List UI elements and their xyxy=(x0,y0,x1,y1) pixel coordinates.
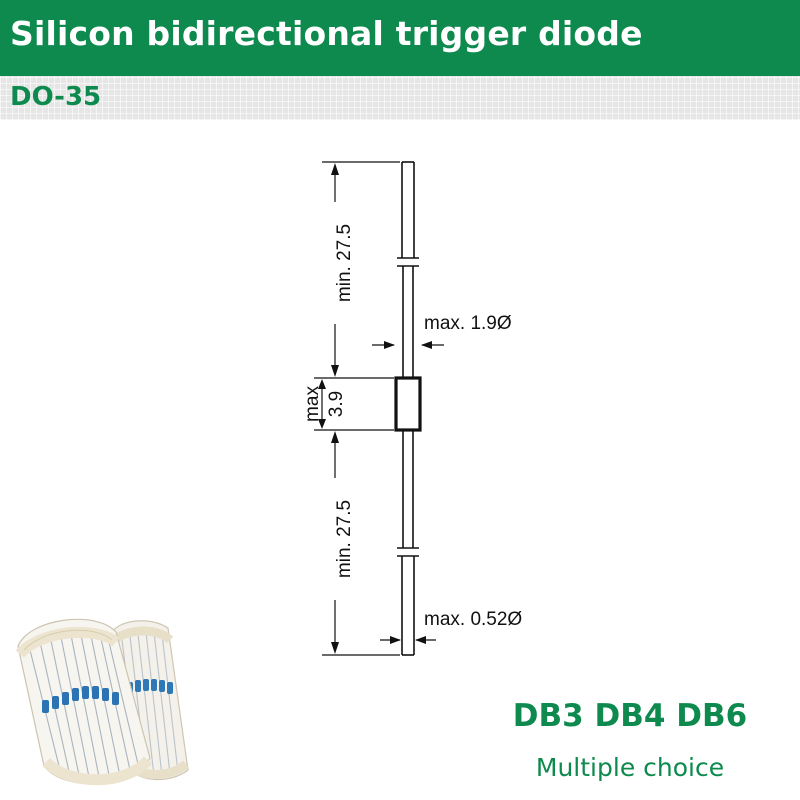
title-bar xyxy=(0,0,800,76)
page-title: Silicon bidirectional trigger diode xyxy=(10,14,643,53)
arrow-right-icon xyxy=(390,636,401,644)
body-diameter-label: max. 1.9Ø xyxy=(424,313,512,334)
arrow-down-icon xyxy=(318,419,326,429)
arrow-up-icon xyxy=(331,431,339,443)
arrow-down-icon xyxy=(331,642,339,654)
package-band xyxy=(0,76,800,120)
arrow-up-icon xyxy=(331,163,339,175)
diode-body xyxy=(394,376,422,432)
dimension-arrows xyxy=(318,163,432,654)
diode-outline xyxy=(394,161,422,656)
lead-diameter-label: max. 0.52Ø xyxy=(424,609,522,630)
package-label: DO-35 xyxy=(10,82,102,112)
arrow-up-icon xyxy=(318,379,326,389)
body-length-value-label: 3.9 xyxy=(326,391,347,417)
top-lead-length-label: min. 27.5 xyxy=(334,224,355,302)
part-numbers: DB3 DB4 DB6 xyxy=(512,698,748,734)
arrow-down-icon xyxy=(331,365,339,377)
bottom-lead-length-label: min. 27.5 xyxy=(334,500,355,578)
diode-tape-reel-icon xyxy=(0,590,220,800)
body-length-max-label: max xyxy=(302,386,323,422)
arrow-left-icon xyxy=(421,341,432,349)
arrow-right-icon xyxy=(384,341,395,349)
multiple-choice-note: Multiple choice xyxy=(535,753,725,782)
arrow-left-icon xyxy=(415,636,426,644)
